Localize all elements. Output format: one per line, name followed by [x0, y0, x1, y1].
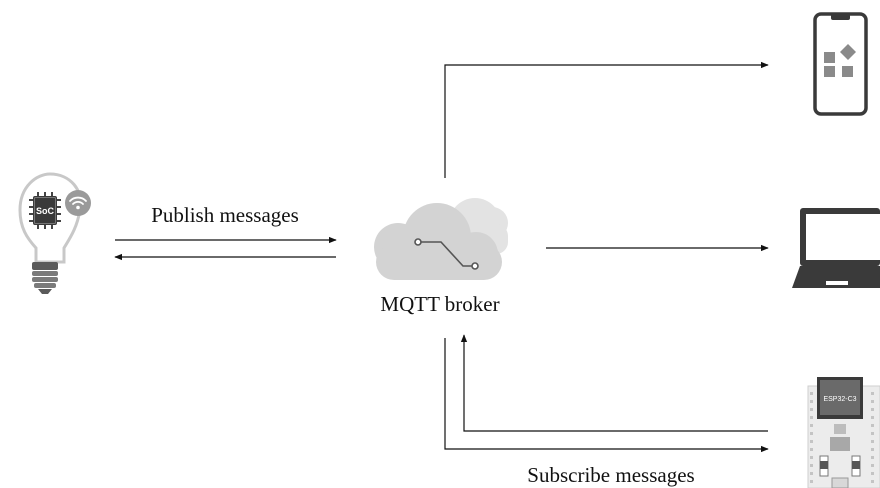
- subscribe-messages-label: Subscribe messages: [527, 463, 694, 487]
- arrow-to-smartphone: [444, 61, 769, 178]
- smart-bulb-icon: SoC: [18, 172, 91, 294]
- soc-chip-label: SoC: [36, 206, 55, 216]
- arrow-to-esp32-board: [444, 338, 769, 453]
- esp32-board-icon: ESP32-C3: [807, 377, 880, 488]
- publish-messages-label: Publish messages: [151, 203, 299, 227]
- cloud-icon: [374, 198, 508, 280]
- publish-arrows: [114, 236, 337, 261]
- subscribe-arrow-to-broker: [460, 334, 768, 432]
- smartphone-icon: [813, 12, 868, 116]
- mqtt-broker-label: MQTT broker: [380, 292, 499, 316]
- soc-chip-icon: SoC: [29, 192, 61, 229]
- laptop-icon: [792, 208, 880, 288]
- wifi-icon: [65, 190, 91, 216]
- esp32-module-label: ESP32-C3: [823, 396, 856, 403]
